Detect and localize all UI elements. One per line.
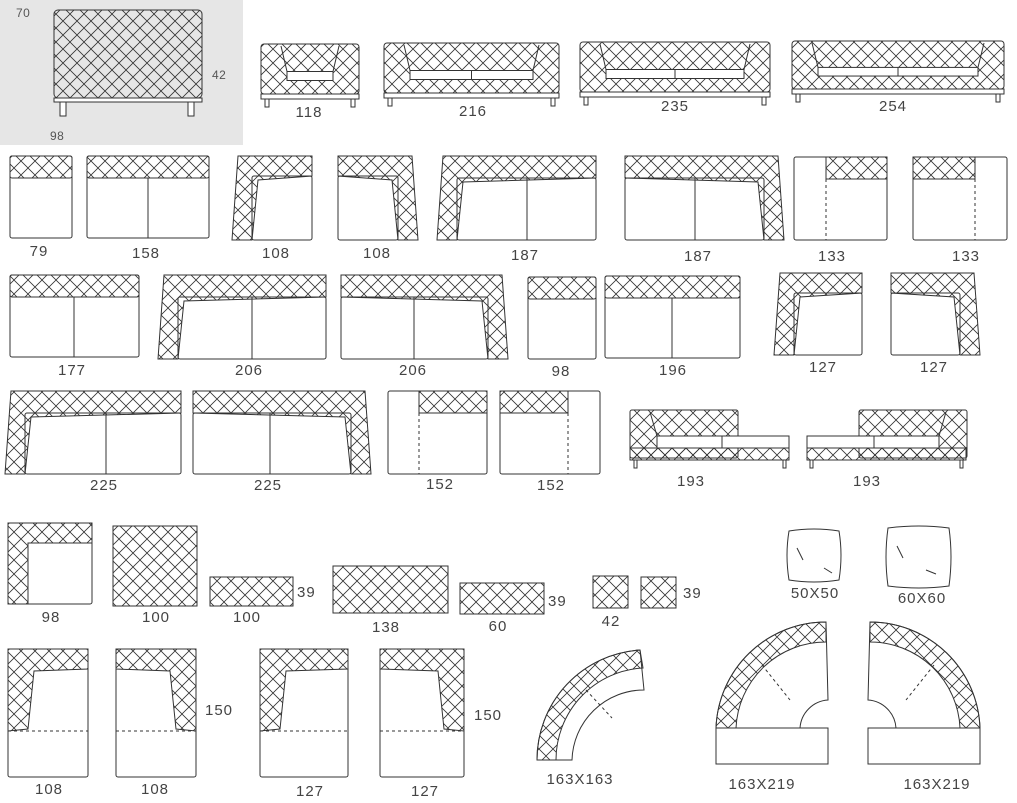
curved-163x219-right [867, 621, 981, 765]
label-158: 158 [131, 245, 161, 262]
module-225-right-arm [192, 390, 372, 475]
label-39-b: 39 [548, 593, 567, 610]
dim-width-label: 98 [50, 129, 65, 143]
label-133-b: 133 [951, 248, 981, 265]
chaise-108-left [7, 648, 89, 778]
label-127-chaise-b: 127 [410, 783, 440, 800]
label-138: 138 [371, 619, 401, 636]
module-133-left-end [793, 156, 888, 241]
label-127-b: 127 [919, 359, 949, 376]
label-235: 235 [660, 98, 690, 115]
cushion-50 [786, 528, 842, 583]
module-dims-reference [0, 0, 243, 145]
module-108-left-arm [231, 155, 313, 241]
label-150-a: 150 [205, 702, 234, 719]
label-150-b: 150 [474, 707, 503, 724]
sofa-front-254 [791, 40, 1005, 103]
label-108-chaise-a: 108 [34, 781, 64, 798]
label-152-b: 152 [536, 477, 566, 494]
module-196 [604, 275, 741, 359]
label-152-a: 152 [425, 476, 455, 493]
label-50x50: 50X50 [790, 585, 840, 602]
module-79 [9, 155, 73, 239]
module-152-right-end [499, 390, 601, 475]
label-100-ottoman: 100 [141, 609, 171, 626]
chaise-front-193-right [806, 409, 968, 469]
chaise-127-left [259, 648, 349, 778]
corner-module-98 [7, 522, 93, 605]
module-187-left-arm [436, 155, 597, 241]
label-108-a: 108 [261, 245, 291, 262]
cushion-60 [885, 525, 952, 589]
label-108-chaise-b: 108 [140, 781, 170, 798]
label-42: 42 [601, 613, 621, 630]
dim-depth-label: 70 [16, 6, 31, 20]
module-108-right-arm [337, 155, 419, 241]
pouf-42 [592, 575, 677, 609]
curved-163x163 [536, 649, 645, 761]
label-127-a: 127 [808, 359, 838, 376]
module-206-left-arm [157, 274, 327, 360]
label-118: 118 [295, 104, 323, 121]
label-108-b: 108 [362, 245, 392, 262]
label-60x60: 60X60 [897, 590, 947, 607]
label-79: 79 [29, 243, 49, 260]
label-60-bench: 60 [488, 618, 508, 635]
module-158 [86, 155, 210, 239]
sofa-front-235 [579, 41, 771, 106]
label-100-bench: 100 [232, 609, 262, 626]
module-152-left-end [387, 390, 488, 475]
chaise-front-193-left [629, 409, 790, 469]
label-98: 98 [551, 363, 571, 380]
chaise-127-right [379, 648, 465, 778]
sofa-front-216 [383, 42, 560, 107]
module-187-right-arm [624, 155, 785, 241]
label-225-b: 225 [253, 477, 283, 494]
module-98 [527, 276, 597, 360]
label-177: 177 [57, 362, 87, 379]
bench-100 [209, 576, 294, 607]
label-127-chaise-a: 127 [295, 783, 325, 800]
module-177 [9, 274, 140, 358]
dim-height-label: 42 [212, 68, 227, 82]
curved-163x219-left [715, 621, 829, 765]
ottoman-138 [332, 565, 449, 614]
label-163x219-a: 163X219 [728, 776, 796, 793]
module-133-right-end [912, 156, 1008, 241]
module-206-right-arm [340, 274, 509, 360]
label-193-a: 193 [676, 473, 706, 490]
label-193-b: 193 [852, 473, 882, 490]
label-39-a: 39 [297, 584, 316, 601]
label-196: 196 [658, 362, 688, 379]
bench-60 [459, 582, 545, 615]
chaise-108-right [115, 648, 197, 778]
label-133-a: 133 [817, 248, 847, 265]
label-39-c: 39 [683, 585, 702, 602]
label-225-a: 225 [89, 477, 119, 494]
label-216: 216 [458, 103, 488, 120]
label-163x219-b: 163X219 [903, 776, 971, 793]
sofa-front-118 [260, 43, 360, 108]
label-206-a: 206 [234, 362, 264, 379]
label-98-corner: 98 [41, 609, 61, 626]
label-254: 254 [878, 98, 908, 115]
label-187-b: 187 [683, 248, 713, 265]
module-127-left-arm [773, 272, 863, 356]
module-225-left-arm [4, 390, 182, 475]
module-127-right-arm [890, 272, 981, 356]
label-163x163: 163X163 [546, 771, 614, 788]
ottoman-100 [112, 525, 198, 607]
label-206-b: 206 [398, 362, 428, 379]
label-187-a: 187 [510, 247, 540, 264]
